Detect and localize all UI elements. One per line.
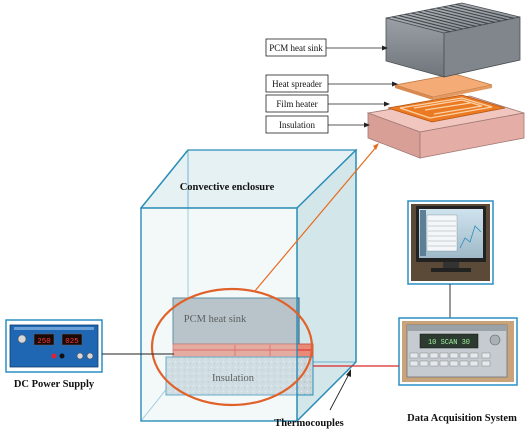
terminal-red-icon — [51, 353, 57, 359]
label-insulation: Insulation — [265, 115, 370, 134]
heat-sink-fin — [430, 8, 489, 25]
heat-sink-fin — [423, 9, 483, 26]
power-supply-front-panel — [9, 324, 99, 368]
exploded-film-heater — [387, 94, 506, 123]
exploded-heat-spreader — [394, 73, 493, 100]
label-film-heater: Film heater — [265, 94, 390, 113]
highlight-callout — [150, 143, 379, 407]
power-supply-display-left: 250 — [37, 338, 51, 346]
label-film-heater-text: Film heater — [276, 99, 317, 109]
enclosure-title: Convective enclosure — [180, 182, 275, 193]
enclosure-pcm-heat-sink: PCM heat sink — [172, 297, 300, 345]
power-knob-icon — [17, 334, 27, 344]
heat-sink-fin — [436, 7, 495, 23]
enclosure-film-heater — [172, 343, 314, 358]
label-insulation-text: Insulation — [279, 120, 315, 130]
dc-power-supply: 250 025 DC Power Supply — [5, 319, 103, 390]
label-pcm-heat-sink: PCM heat sink — [265, 38, 388, 57]
heat-sink-fin — [392, 16, 451, 33]
label-heat-spreader: Heat spreader — [265, 74, 398, 93]
heat-sink-fin — [449, 4, 508, 21]
thermocouples-label: Thermocouples — [274, 418, 343, 429]
label-heat-spreader-text: Heat spreader — [272, 79, 322, 89]
heat-sink-fin — [417, 11, 476, 27]
daq-knob-icon — [489, 334, 501, 346]
orange-arrowhead — [373, 143, 379, 150]
thermocouples-pointer: Thermocouples — [274, 369, 351, 429]
thermocouple-arrowhead — [346, 369, 351, 377]
heat-sink-fin — [398, 14, 457, 31]
enclosure-pcm-label: PCM heat sink — [184, 314, 247, 325]
heat-sink-fin — [411, 12, 470, 29]
terminal-black-icon — [59, 353, 65, 359]
daq-unit-photo: 10 SCAN 30 — [398, 317, 518, 386]
monitor-photo — [407, 200, 494, 285]
heat-sink-fin — [455, 3, 514, 19]
heat-sink-fin — [442, 6, 502, 22]
enclosure-insulation-label: Insulation — [212, 373, 255, 384]
heat-sink-fin — [404, 13, 464, 30]
daq-caption: Data Acquisition System — [407, 413, 517, 424]
data-acquisition-system: 10 SCAN 30 Data Acquisition System — [398, 200, 518, 424]
exploded-labels: PCM heat sink Heat spreader Film heater … — [265, 38, 398, 134]
exploded-pcm-heat-sink — [385, 2, 521, 78]
label-pcm-heat-sink-text: PCM heat sink — [269, 43, 323, 53]
power-supply-caption: DC Power Supply — [14, 379, 95, 390]
convective-enclosure: PCM heat sink Insulation Convective encl… — [139, 148, 358, 423]
power-supply-display-right: 025 — [65, 338, 79, 346]
exploded-stack — [366, 2, 525, 159]
daq-display-text: 10 SCAN 30 — [428, 339, 470, 347]
